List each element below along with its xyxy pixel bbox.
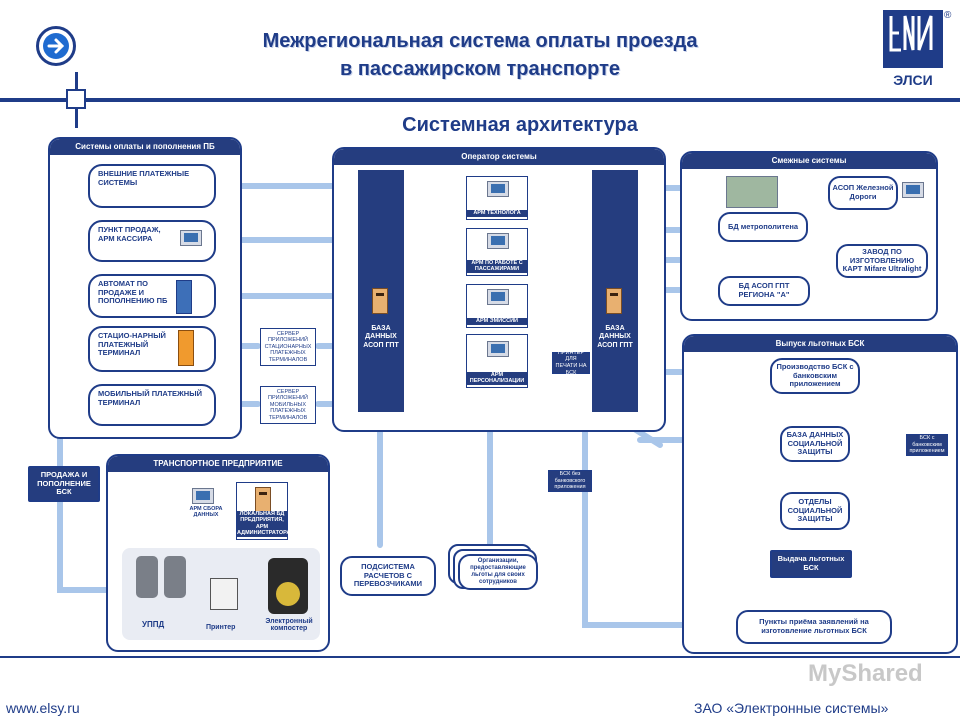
forward-arrow-button[interactable] xyxy=(36,26,76,66)
sale-replenish-bsk[interactable]: ПРОДАЖА И ПОПОЛНЕНИЕ БСК xyxy=(28,466,100,502)
db-column-left[interactable]: БАЗА ДАННЫХ АСОП ГПТ xyxy=(358,170,404,412)
benefit-organizations[interactable]: Организации, предоставляющие льготы для … xyxy=(458,554,538,590)
computer-icon xyxy=(180,230,202,246)
social-protection-offices[interactable]: ОТДЕЛЫ СОЦИАЛЬНОЙ ЗАЩИТЫ xyxy=(780,492,850,530)
arm-emission[interactable]: АРМ ЭМИССИИ xyxy=(466,284,528,328)
benefit-cards-title: Выпуск льготных БСК xyxy=(684,336,956,352)
adjacent-systems-title: Смежные системы xyxy=(682,153,936,169)
watermark: MyShared xyxy=(808,660,923,687)
computer-icon xyxy=(487,181,509,197)
social-protection-db[interactable]: БАЗА ДАННЫХ СОЦИАЛЬНОЙ ЗАЩИТЫ xyxy=(780,426,850,462)
mobile-terminal[interactable]: МОБИЛЬНЫЙ ПЛАТЕЖНЫЙ ТЕРМИНАЛ xyxy=(88,384,216,426)
nobank-app-card-tag: БСК без банковского приложения xyxy=(548,470,592,492)
header-rule xyxy=(0,98,960,102)
bank-app-card-tag: БСК с банковским приложением xyxy=(906,434,948,456)
footer-rule xyxy=(0,656,960,658)
settlement-subsystem[interactable]: ПОДСИСТЕМА РАСЧЕТОВ С ПЕРЕВОЗЧИКАМИ xyxy=(340,556,436,596)
arm-technologist[interactable]: АРМ ТЕХНОЛОГА xyxy=(466,176,528,220)
payment-systems-title: Системы оплаты и пополнения ПБ xyxy=(50,139,240,155)
page-title-line1: Межрегиональная система оплаты проезда xyxy=(262,30,698,52)
db-column-right[interactable]: БАЗА ДАННЫХ АСОП ГПТ xyxy=(592,170,638,412)
computer-icon xyxy=(902,182,924,198)
server-icon xyxy=(606,288,622,314)
computer-icon xyxy=(487,233,509,249)
page-subtitle: Системная архитектура xyxy=(402,114,638,136)
transport-enterprise-title: ТРАНСПОРТНОЕ ПРЕДПРИЯТИЕ xyxy=(108,456,328,472)
stationary-terminal-server[interactable]: СЕРВЕР ПРИЛОЖЕНИЙ СТАЦИОНАРНЫХ ПЛАТЕЖНЫХ… xyxy=(260,328,316,366)
arm-passengers[interactable]: АРМ ПО РАБОТЕ С ПАССАЖИРАМИ xyxy=(466,228,528,276)
uppd-label: УППД xyxy=(142,620,165,629)
metro-db[interactable]: БД метрополитена xyxy=(718,212,808,242)
logo-registered-mark: ® xyxy=(944,10,952,21)
elsi-logo xyxy=(883,10,943,70)
footer-company: ЗАО «Электронные системы» xyxy=(694,700,889,716)
application-points[interactable]: Пункты приёма заявлений на изготовление … xyxy=(736,610,892,644)
computer-icon xyxy=(487,341,509,357)
operator-title: Оператор системы xyxy=(334,149,664,165)
vending-machine-icon xyxy=(176,280,192,314)
server-icon xyxy=(255,487,271,513)
computer-icon xyxy=(192,488,214,504)
composter-label: Электронный компостер xyxy=(265,618,313,632)
arm-personalization[interactable]: АРМ ПЕРСОНАЛИЗАЦИИ xyxy=(466,334,528,388)
payment-terminal-icon xyxy=(178,330,194,366)
page-title-line2: в пассажирском транспорте xyxy=(339,58,621,80)
server-icon xyxy=(372,288,388,314)
header-cross-box xyxy=(66,89,86,109)
logo-text: ЭЛСИ xyxy=(893,72,933,88)
vending-machine[interactable]: АВТОМАТ ПО ПРОДАЖЕ И ПОПОЛНЕНИЮ ПБ xyxy=(88,274,216,318)
computer-icon xyxy=(487,289,509,305)
printer-label: Принтер xyxy=(206,624,236,631)
arm-data-collection[interactable]: АРМ СБОРА ДАННЫХ xyxy=(189,506,223,518)
benefit-card-issue[interactable]: Выдача льготных БСК xyxy=(770,550,852,578)
region-a-db[interactable]: БД АСОП ГПТ РЕГИОНА "А" xyxy=(718,276,810,306)
card-printer-tag: ПРИНТЕР ДЛЯ ПЕЧАТИ НА БСК xyxy=(552,350,590,376)
external-payment-systems[interactable]: ВНЕШНИЕ ПЛАТЕЖНЫЕ СИСТЕМЫ xyxy=(88,164,216,208)
card-factory[interactable]: ЗАВОД ПО ИЗГОТОВЛЕНИЮ КАРТ Mifare Ultral… xyxy=(836,244,928,278)
stationary-terminal[interactable]: СТАЦИО-НАРНЫЙ ПЛАТЕЖНЫЙ ТЕРМИНАЛ xyxy=(88,326,216,372)
arrow-right-icon xyxy=(43,33,69,59)
footer-url[interactable]: www.elsy.ru xyxy=(6,700,80,716)
composter-icon xyxy=(268,558,308,614)
validator-icon xyxy=(136,556,158,598)
printer-icon xyxy=(210,578,238,610)
local-db-admin[interactable]: ЛОКАЛЬНАЯ БД ПРЕДПРИЯТИЯ, АРМ АДМИНИСТРА… xyxy=(236,482,290,540)
railway-asop[interactable]: АСОП Железной Дороги xyxy=(828,176,898,210)
validator-icon xyxy=(164,556,186,598)
bank-card-production[interactable]: Производство БСК с банковским приложение… xyxy=(770,358,860,394)
mobile-terminal-server[interactable]: СЕРВЕР ПРИЛОЖЕНИЙ МОБИЛЬНЫХ ПЛАТЕЖНЫХ ТЕ… xyxy=(260,386,316,424)
railway-photo xyxy=(726,176,778,208)
